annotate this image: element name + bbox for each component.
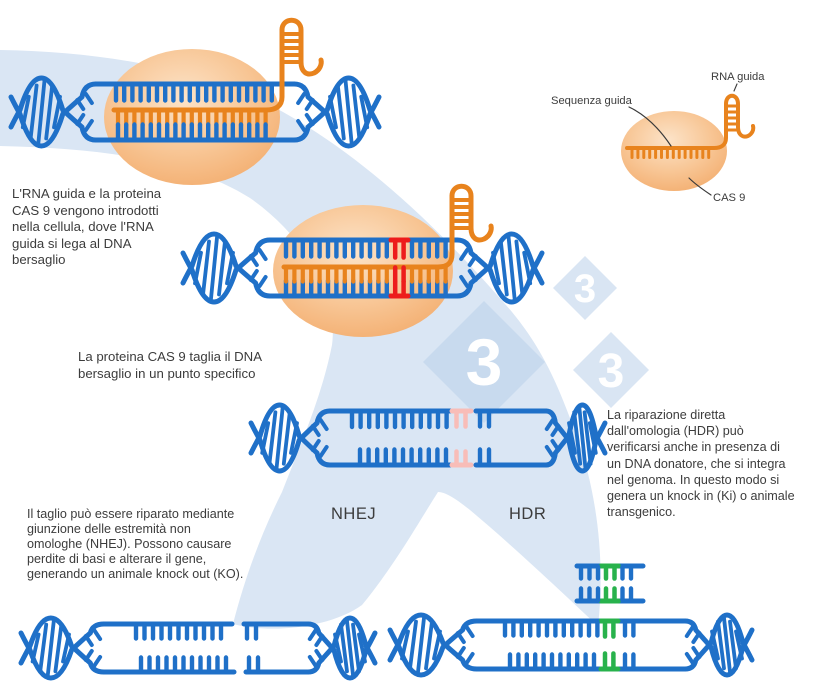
watermark-digit: 3 xyxy=(574,267,596,311)
watermark-diamond xyxy=(573,332,649,408)
watermark-diamond xyxy=(553,256,617,320)
intro-text: L'RNA guida e la proteina CAS 9 vengono … xyxy=(12,186,162,268)
nhej-description: Il taglio può essere riparato mediante g… xyxy=(27,507,244,581)
watermark-diamond xyxy=(423,301,545,423)
hdr-result-dna xyxy=(387,563,755,678)
cut-text: La proteina CAS 9 taglia il DNA bersagli… xyxy=(78,349,262,381)
cas9-complex-1 xyxy=(8,17,382,185)
hdr-description: La riparazione diretta dall'omologia (HD… xyxy=(607,408,795,520)
cut-dna xyxy=(248,402,608,474)
label-sequenza-guida: Sequenza guida xyxy=(551,95,633,107)
nhej-label: NHEJ xyxy=(331,505,377,523)
label-cas9: CAS 9 xyxy=(713,192,745,204)
watermark-digit: 3 xyxy=(598,345,625,398)
background-swoosh xyxy=(0,50,601,629)
watermark-digit: 3 xyxy=(466,325,503,399)
label-rna-guida: RNA guida xyxy=(711,71,765,83)
nhej-result-dna xyxy=(18,615,378,681)
hdr-label: HDR xyxy=(509,505,547,523)
cas9-complex-2 xyxy=(180,183,545,337)
donor-dna-fragment xyxy=(574,563,646,604)
